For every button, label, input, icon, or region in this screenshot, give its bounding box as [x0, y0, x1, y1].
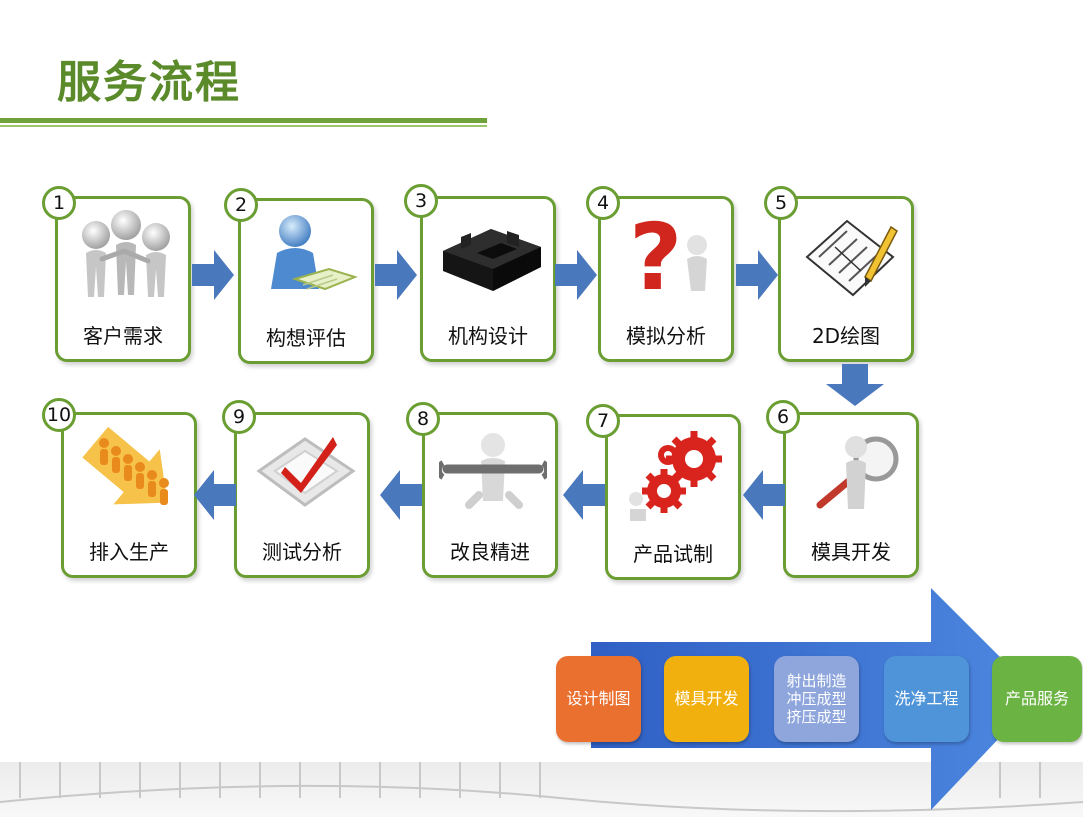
step-7-card: 产品试制: [605, 414, 741, 580]
step-9-number: 9: [222, 400, 256, 434]
title-underline: [0, 118, 487, 123]
magnifier-person-icon: [816, 436, 899, 509]
band-product-service: 产品服务: [992, 656, 1082, 742]
arrow-right-icon: [736, 250, 778, 300]
people-huddle-icon: [82, 210, 170, 297]
band-label: 模具开发: [674, 689, 739, 709]
band-label: 洗净工程: [894, 689, 959, 709]
gears-icon: [629, 431, 722, 521]
band-design-drawing: 设计制图: [556, 656, 641, 742]
band-label-line: 射出制造: [786, 672, 847, 690]
step-4-card: ? 模拟分析: [598, 196, 734, 362]
step-10-number: 10: [42, 398, 76, 432]
wrench-person-icon: [439, 433, 547, 509]
step-3-card: 机构设计: [420, 196, 556, 362]
question-mark-icon: ?: [629, 207, 707, 307]
step-9-card: 测试分析: [234, 412, 370, 578]
step-10-card: 排入生产: [61, 412, 197, 578]
step-2-card: 构想评估: [238, 198, 374, 364]
step-6-card: 模具开发: [783, 412, 919, 578]
step-label: 排入生产: [89, 540, 169, 564]
band-label-line: 冲压成型: [786, 690, 847, 708]
page-title: 服务流程: [57, 57, 241, 108]
step-8-number: 8: [406, 402, 440, 436]
step-3-number: 3: [404, 184, 438, 218]
mechanical-part-icon: [443, 229, 541, 291]
step-8-card: 改良精进: [422, 412, 558, 578]
step-label: 测试分析: [262, 540, 342, 564]
step-5-card: 2D绘图: [778, 196, 914, 362]
title-underline-thin: [0, 125, 487, 127]
step-label: 模拟分析: [626, 324, 706, 348]
step-4-number: 4: [586, 186, 620, 220]
arrow-right-icon: [555, 250, 597, 300]
step-7-number: 7: [586, 404, 620, 438]
step-1-card: 客户需求: [55, 196, 191, 362]
svg-text:?: ?: [629, 207, 682, 307]
arrow-left-icon: [194, 470, 236, 520]
step-2-number: 2: [224, 188, 258, 222]
floor-decoration: [0, 762, 1083, 817]
drafting-drawing-icon: [805, 219, 898, 297]
checkmark-icon: [256, 437, 356, 507]
arrow-left-icon: [743, 470, 785, 520]
step-label: 机构设计: [448, 324, 528, 348]
step-label: 构想评估: [266, 326, 346, 350]
step-label: 改良精进: [450, 540, 530, 564]
arrow-left-icon: [563, 470, 605, 520]
arrow-right-icon: [375, 250, 417, 300]
band-label: 产品服务: [1004, 689, 1069, 709]
step-label: 产品试制: [633, 542, 713, 566]
step-label: 2D绘图: [811, 324, 881, 348]
step-6-number: 6: [766, 400, 800, 434]
step-label: 模具开发: [811, 540, 891, 564]
band-cleaning: 洗净工程: [884, 656, 969, 742]
step-5-number: 5: [764, 186, 798, 220]
band-manufacturing: 射出制造 冲压成型 挤压成型: [774, 656, 859, 742]
band-mold-development: 模具开发: [664, 656, 749, 742]
people-climbing-arrow-icon: [82, 426, 169, 505]
band-label: 设计制图: [566, 689, 631, 709]
arrow-right-icon: [192, 250, 234, 300]
person-reading-icon: [271, 215, 359, 291]
arrow-left-icon: [380, 470, 422, 520]
band-label-line: 挤压成型: [786, 708, 847, 726]
step-1-number: 1: [42, 186, 76, 220]
step-label: 客户需求: [83, 324, 163, 348]
arrow-down-icon: [826, 364, 884, 406]
